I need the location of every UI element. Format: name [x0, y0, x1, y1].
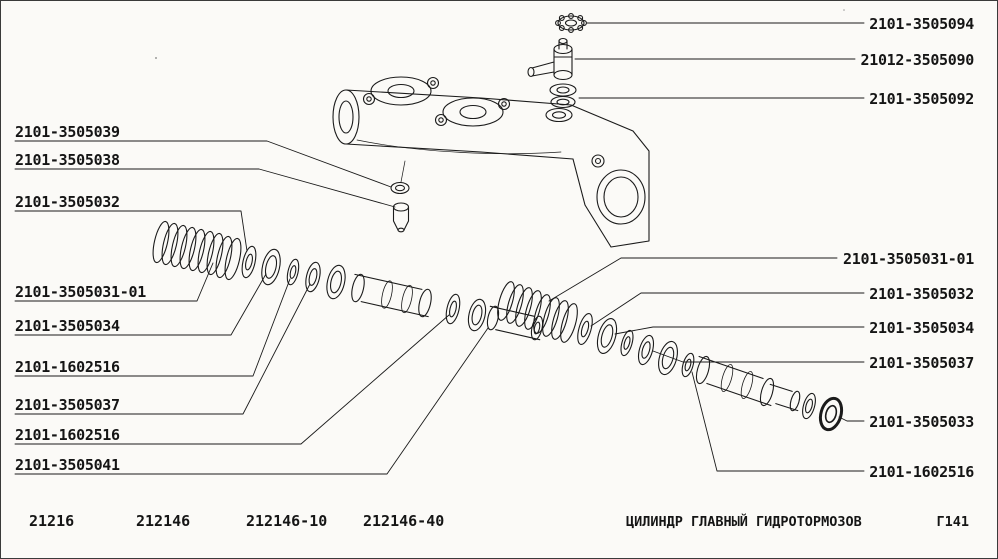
callout-left-1: 2101-3505039: [15, 123, 120, 141]
sealing-washer: [390, 160, 410, 195]
callout-right-6: 2101-3505034: [869, 319, 974, 337]
model-code-4: 212146-40: [363, 512, 445, 530]
ring-left-1: [305, 261, 321, 293]
piston-left-primary: [351, 273, 432, 318]
callout-right-8: 2101-3505033: [869, 413, 974, 431]
spring-seat-washer-left: [241, 245, 257, 279]
callout-right-3: 2101-3505092: [869, 90, 974, 108]
cup-seal-left-3: [467, 298, 487, 332]
coil-spring-left: [152, 220, 242, 281]
callout-right-1: 2101-3505094: [869, 15, 974, 33]
model-code-2: 212146: [136, 512, 191, 530]
cup-seal-left-1: [261, 248, 281, 286]
model-code-3: 212146-10: [246, 512, 328, 530]
page-reference: Г141: [936, 514, 969, 530]
cup-seal-right-2: [658, 340, 678, 376]
figure-caption: ЦИЛИНДР ГЛАВНЫЙ ГИДРОТОРМОЗОВ: [626, 514, 862, 530]
leader-lines: [14, 22, 865, 475]
callout-left-5: 2101-3505034: [15, 317, 120, 335]
coil-spring-right: [497, 281, 578, 343]
end-washer-right: [802, 392, 816, 420]
callout-left-8: 2101-1602516: [15, 426, 120, 444]
washer-left-2: [445, 293, 461, 325]
fitting-washers: [549, 83, 577, 109]
master-cylinder-body: [332, 76, 650, 248]
callout-left-2: 2101-3505038: [15, 151, 120, 169]
model-code-1: 21216: [29, 512, 75, 530]
callout-left-6: 2101-1602516: [15, 358, 120, 376]
washer-left-1: [286, 258, 300, 286]
callout-left-9: 2101-3505041: [15, 456, 120, 474]
outlet-fitting: [527, 37, 573, 81]
plug: [392, 202, 410, 233]
washer-right-2: [681, 352, 695, 378]
spring-seat-washer-right: [577, 312, 593, 346]
ring-right-1: [637, 334, 655, 366]
callout-right-7: 2101-3505037: [869, 354, 974, 372]
piston-right: [695, 355, 801, 412]
callout-right-4: 2101-3505031-01: [843, 250, 974, 268]
cup-seal-right-1: [596, 317, 618, 355]
stop-ring: [818, 396, 844, 432]
callout-right-5: 2101-3505032: [869, 285, 974, 303]
scan-speckles: [155, 9, 845, 59]
crown-washer: [555, 13, 587, 33]
callout-right-2: 21012-3505090: [860, 51, 974, 69]
callout-right-9: 2101-1602516: [869, 463, 974, 481]
washer-right-1: [620, 329, 634, 357]
cup-seal-left-2: [326, 264, 346, 300]
callout-left-4: 2101-3505031-01: [15, 283, 146, 301]
callout-left-7: 2101-3505037: [15, 396, 120, 414]
callout-left-3: 2101-3505032: [15, 193, 120, 211]
